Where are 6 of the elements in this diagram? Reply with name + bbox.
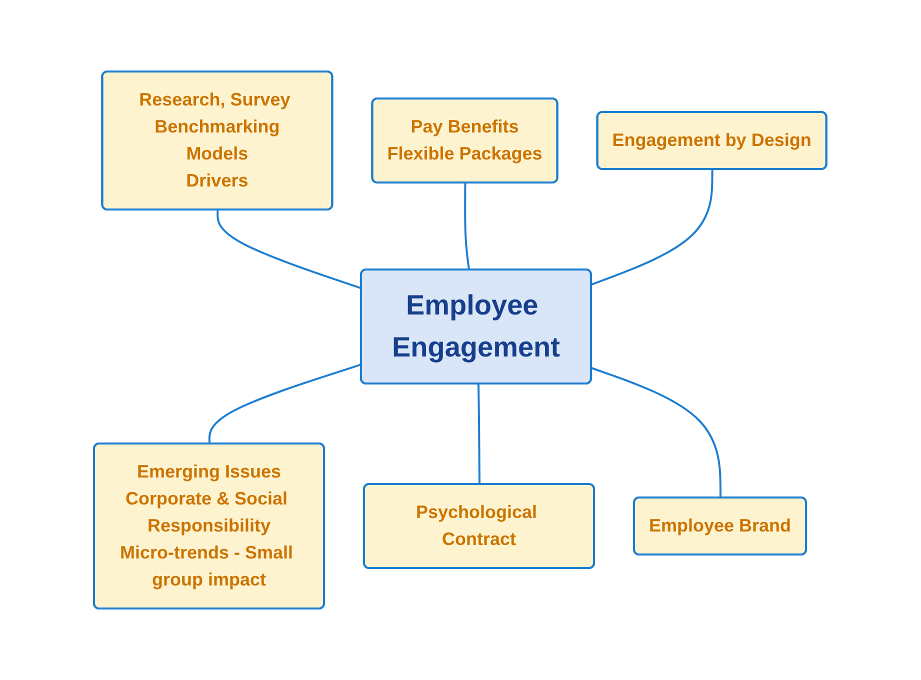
connector xyxy=(208,364,362,444)
connector xyxy=(478,384,481,484)
connector xyxy=(591,367,722,498)
connector xyxy=(591,170,714,286)
connector xyxy=(216,210,362,290)
connector xyxy=(464,182,470,270)
